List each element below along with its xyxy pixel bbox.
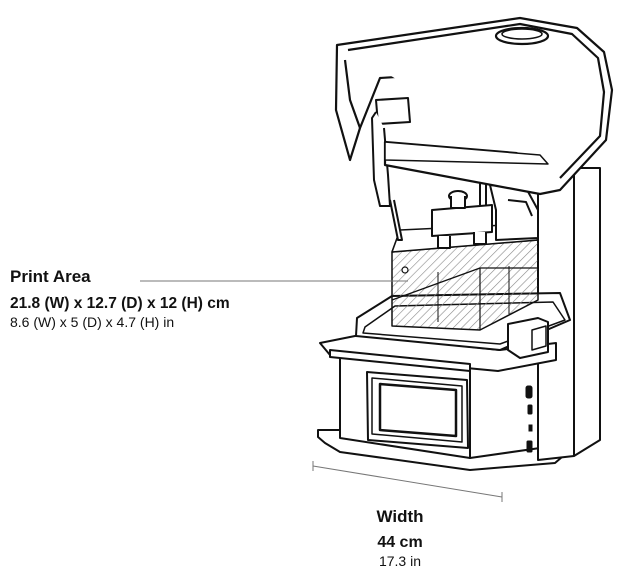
side-ports	[525, 385, 533, 453]
print-area-imperial-dimensions: 8.6 (W) x 5 (D) x 4.7 (H) in	[10, 314, 175, 331]
tray-latch	[507, 317, 549, 359]
print-area-callout: Print Area 21.8 (W) x 12.7 (D) x 12 (H) …	[10, 267, 340, 330]
lid-hinge-arm	[371, 97, 411, 241]
printer-lid	[334, 16, 614, 196]
width-metric-value: 44 cm	[377, 534, 423, 552]
width-imperial-value: 17.3 in	[378, 552, 422, 569]
build-plate-mount	[431, 183, 493, 249]
width-label-block: Width 44 cm 17.3 in	[300, 507, 500, 569]
width-dimension-line	[312, 461, 503, 502]
print-area-metric-dimensions: 21.8 (W) x 12.7 (D) x 12 (H) cm	[10, 294, 230, 312]
print-area-title: Print Area	[10, 267, 91, 286]
width-title: Width	[376, 507, 424, 526]
print-area-leader-dot	[401, 266, 409, 274]
front-panel	[366, 371, 469, 449]
